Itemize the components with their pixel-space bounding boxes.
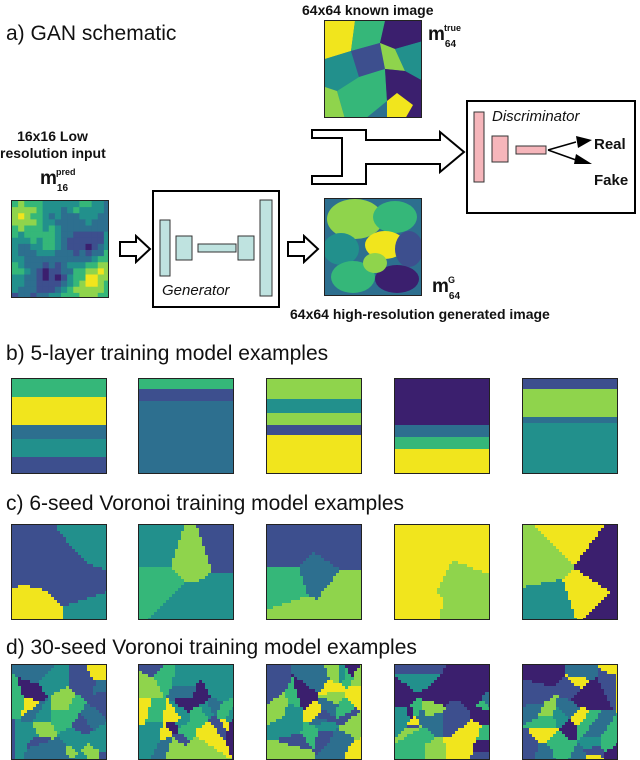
section-c-title: c) 6-seed Voronoi training model example… [6, 492, 405, 515]
m-g-superscript: G [448, 274, 456, 285]
m-pred-superscript: pred [56, 166, 76, 177]
known-image-voronoi [325, 21, 421, 117]
arrow-to-generator [119, 234, 152, 264]
m-true-subscript: 64 [444, 38, 457, 50]
m-pred-symbol: m16pred [40, 166, 76, 194]
layer-example-2 [138, 378, 234, 474]
voronoi30-example-3 [266, 664, 362, 760]
section-d-title: d) 30-seed Voronoi training model exampl… [6, 636, 417, 659]
generated-image [324, 198, 422, 296]
layer-example-3 [266, 378, 362, 474]
low-res-input-image [11, 200, 109, 298]
known-image [324, 20, 422, 118]
layer-example-5 [522, 378, 618, 474]
generator-label: Generator [162, 282, 230, 299]
low-res-pixel-grid [12, 201, 108, 297]
known-image-caption: 64x64 known image [302, 2, 434, 18]
discriminator-label: Discriminator [492, 108, 580, 125]
generator-box: Generator [152, 190, 280, 308]
fake-label: Fake [594, 172, 629, 189]
voronoi6-example-4 [394, 524, 490, 620]
arrow-to-discriminator [311, 129, 466, 185]
layer-example-4 [394, 378, 490, 474]
low-res-caption-line2: resolution input [0, 145, 106, 161]
discriminator-box: Discriminator Real Fake [466, 100, 636, 214]
discriminator-network-icon [473, 111, 592, 183]
voronoi6-example-2 [138, 524, 234, 620]
voronoi30-example-2 [138, 664, 234, 760]
m-true-symbol: m64true [428, 22, 462, 50]
low-res-caption-line1: 16x16 Low [17, 128, 88, 144]
generator-network-icon [159, 199, 273, 297]
low-res-caption: 16x16 Low resolution input [0, 128, 106, 162]
generated-caption: 64x64 high-resolution generated image [290, 306, 550, 322]
m-true-superscript: true [444, 22, 462, 33]
voronoi6-example-3 [266, 524, 362, 620]
generated-image-blur [325, 199, 421, 295]
voronoi6-example-1 [11, 524, 107, 620]
section-b-title: b) 5-layer training model examples [6, 342, 329, 365]
layer-example-1 [11, 378, 107, 474]
voronoi30-example-5 [522, 664, 618, 760]
m-g-symbol: m64G [432, 274, 461, 302]
real-label: Real [594, 136, 626, 153]
arrow-to-generated [287, 234, 320, 264]
section-a-title: a) GAN schematic [6, 22, 177, 45]
voronoi30-example-1 [11, 664, 107, 760]
m-g-subscript: 64 [448, 290, 461, 302]
voronoi30-example-4 [394, 664, 490, 760]
voronoi6-example-5 [522, 524, 618, 620]
m-pred-subscript: 16 [56, 182, 69, 194]
